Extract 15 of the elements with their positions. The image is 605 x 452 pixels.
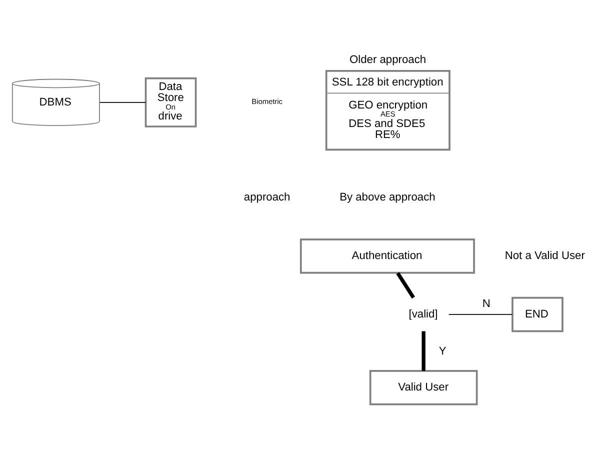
- connector: [422, 330, 426, 370]
- node-label: Not a Valid User: [504, 250, 585, 262]
- label: Biometric: [252, 96, 282, 106]
- node-box: END: [512, 296, 564, 332]
- node-text: [valid]: [408, 308, 438, 320]
- node-box: Valid User: [369, 370, 478, 405]
- edge-label: Y: [438, 344, 446, 357]
- label: By above approach: [340, 191, 436, 204]
- node-box: Authentication: [300, 238, 475, 274]
- node-label: Older approach: [349, 54, 426, 66]
- edge-label: N: [482, 298, 490, 310]
- connector: [396, 272, 415, 298]
- connector: [99, 101, 146, 102]
- node-box: Data Store On drive: [144, 76, 197, 127]
- label: approach: [244, 191, 290, 204]
